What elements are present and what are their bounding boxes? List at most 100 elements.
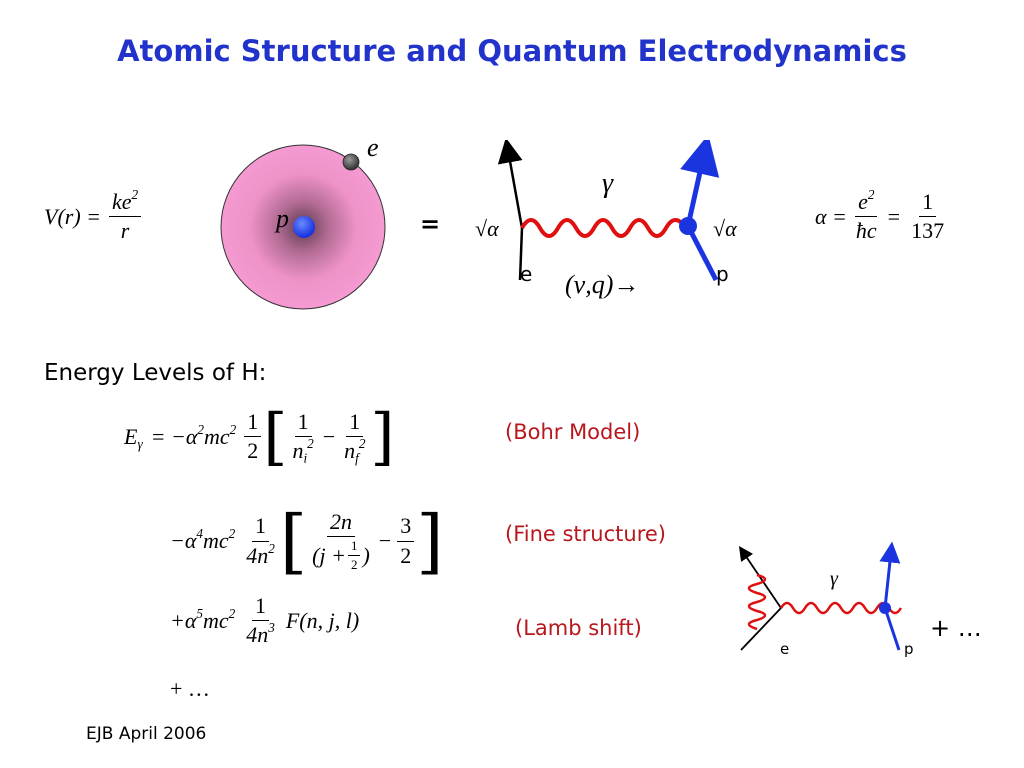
small-photon-label: γ	[830, 568, 838, 590]
small-proton-vertex	[879, 602, 891, 614]
potential-numerator-exp: 2	[131, 187, 139, 203]
term3-mc: mc	[203, 607, 229, 633]
hydrogen-atom-diagram	[220, 144, 386, 310]
photon-label: γ	[602, 168, 614, 199]
proton-dot	[293, 216, 315, 238]
alpha-num: e	[858, 189, 868, 214]
term2-inner-den-a: (j +	[312, 542, 346, 568]
equals-sign: =	[420, 210, 441, 238]
term2-inner-num: 2n	[326, 509, 355, 537]
term1-ni-den: n	[292, 438, 304, 463]
small-electron-in	[740, 607, 782, 651]
term3-mc-exp: 2	[228, 605, 236, 621]
term1-coefficient: = −α	[150, 423, 198, 449]
term2-inner-half-den: 2	[350, 557, 358, 573]
term3-frac-num: 1	[252, 593, 270, 622]
alpha-fraction: e2 ħc	[853, 187, 880, 244]
alpha-den: ħc	[855, 218, 877, 244]
left-coupling: √α	[475, 216, 499, 241]
energy-term-lamb-shift: +α5 mc2 1 4n3 F(n, j, l)	[170, 593, 360, 648]
potential-numerator: ke	[112, 189, 132, 214]
proton-line-in	[685, 224, 719, 282]
term1-minus: −	[322, 423, 336, 449]
energy-symbol-sub: γ	[137, 436, 143, 452]
term1-half: 1 2	[244, 409, 262, 463]
lamb-shift-note: (Lamb shift)	[515, 616, 642, 640]
alpha-equals: =	[887, 203, 901, 229]
alpha-num-exp: 2	[867, 187, 875, 203]
term1-mc: mc	[204, 423, 230, 449]
term3-fraction: 1 4n3	[243, 593, 278, 648]
alpha-lhs: α =	[815, 203, 847, 229]
term3-function: F(n, j, l)	[285, 607, 360, 633]
small-plus-more: + …	[930, 614, 982, 642]
term1-nf-den: n	[344, 438, 356, 463]
alpha-value-num: 1	[919, 189, 937, 218]
term2-frac-den-exp: 2	[268, 540, 275, 556]
term1-ni-exp: 2	[307, 436, 314, 452]
term2-three-num: 3	[397, 514, 415, 542]
bohr-model-note: (Bohr Model)	[505, 420, 641, 444]
term2-three-halves: 3 2	[397, 514, 415, 568]
feynman-proton-label: p	[716, 262, 729, 286]
term1-mc-exp: 2	[229, 421, 237, 437]
proton-line-out	[680, 140, 720, 227]
term2-three-den: 2	[400, 542, 412, 568]
alpha-value-den: 137	[911, 218, 945, 244]
term1-nf-exp: 2	[358, 436, 366, 452]
term2-inner-half: 1 2	[347, 538, 361, 573]
proton-vertex	[679, 217, 697, 235]
term3-coefficient: +α	[170, 607, 197, 633]
term1-half-num: 1	[244, 409, 262, 437]
slide-title: Atomic Structure and Quantum Electrodyna…	[117, 34, 907, 68]
energy-term-higher-order: + …	[170, 676, 210, 701]
potential-lhs: V(r) =	[44, 203, 101, 229]
term2-inner-den-b: )	[362, 542, 370, 568]
electron-line-out	[497, 140, 524, 229]
alpha-value-fraction: 1 137	[908, 189, 947, 244]
electron-dot	[342, 153, 360, 171]
term2-right-bracket: ]	[416, 500, 444, 582]
potential-fraction: ke2 r	[109, 187, 142, 244]
term1-right-bracket: ]	[370, 400, 395, 473]
term2-frac-num: 1	[252, 514, 270, 542]
term3-frac-den-exp: 3	[268, 620, 275, 636]
term1-coefficient-exp: 2	[197, 421, 204, 437]
term1-ni-fraction: 1 ni2	[289, 409, 316, 466]
term2-mc-exp: 2	[228, 526, 236, 542]
photon-wavy-line	[520, 218, 688, 238]
term1-half-den: 2	[247, 438, 259, 463]
feynman-electron-label: e	[520, 262, 533, 286]
term2-fraction: 1 4n2	[243, 514, 278, 567]
term2-frac-den: 4n	[246, 542, 269, 568]
momentum-label: (ν,q)→	[565, 270, 640, 299]
small-proton-in	[883, 607, 901, 651]
term2-mc: mc	[203, 528, 229, 553]
energy-term-bohr: Eγ = −α2 mc2 1 2 [ 1 ni2 − 1 nf2 ]	[124, 400, 395, 473]
term1-left-bracket: [	[263, 400, 288, 473]
electron-line-in	[518, 227, 524, 281]
term1-ni-sub: i	[303, 450, 308, 466]
fine-structure-constant: α = e2 ħc = 1 137	[815, 187, 947, 244]
fine-structure-note: (Fine structure)	[505, 522, 666, 546]
potential-denominator: r	[120, 218, 130, 244]
energy-term-fine-structure: −α4 mc2 1 4n2 [ 2n (j + 1 2 ) − 3 2 ]	[170, 500, 444, 582]
atom-electron-label: e	[367, 133, 379, 162]
atom-proton-label: p	[276, 204, 289, 233]
potential-equation: V(r) = ke2 r	[44, 187, 142, 244]
slide-footer: EJB April 2006	[86, 724, 207, 744]
energy-levels-heading: Energy Levels of H:	[44, 360, 267, 386]
feynman-diagram-main	[497, 140, 720, 282]
term1-nf-num: 1	[346, 409, 364, 437]
small-proton-out	[879, 541, 901, 609]
small-proton-label: p	[904, 640, 914, 658]
term3-frac-den: 4n	[246, 622, 269, 648]
term3-coefficient-exp: 5	[196, 605, 203, 621]
term1-nf-sub: f	[355, 450, 359, 466]
feynman-diagram-small	[738, 541, 903, 651]
term2-coefficient: −α	[170, 528, 197, 553]
term2-minus: −	[378, 528, 392, 553]
small-electron-label: e	[780, 640, 790, 658]
right-coupling: √α	[713, 216, 737, 241]
term2-inner-fraction: 2n (j + 1 2 )	[309, 509, 373, 573]
